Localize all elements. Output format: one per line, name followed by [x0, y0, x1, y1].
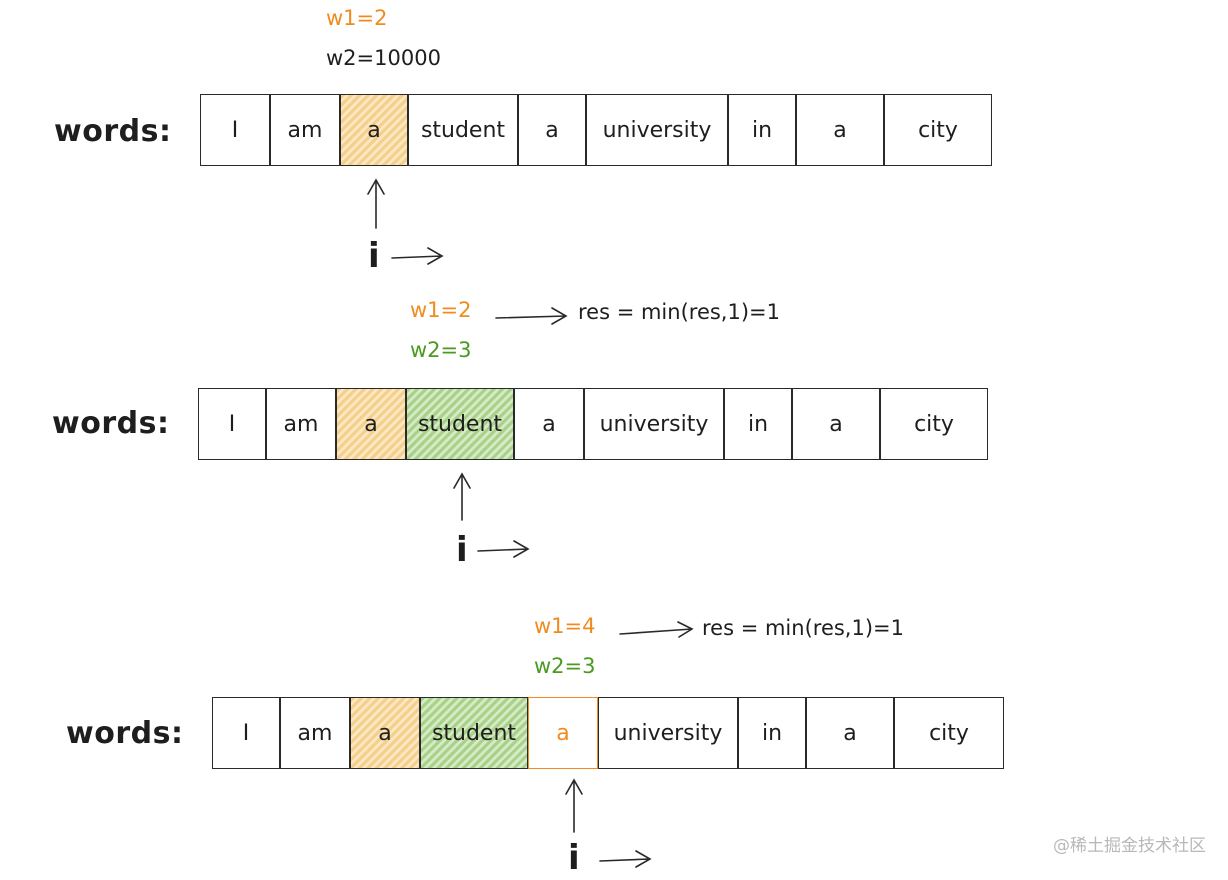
right-arrow — [599, 850, 652, 868]
right-arrow — [391, 247, 444, 265]
word-cell: city — [880, 388, 988, 460]
word-cell: a — [518, 94, 586, 166]
up-arrow — [565, 778, 583, 833]
word-cell-w1: a — [528, 697, 598, 769]
w2-annotation: w2=3 — [410, 338, 472, 362]
word-cell: a — [806, 697, 894, 769]
word-cell: I — [200, 94, 270, 166]
w1-annotation: w1=4 — [534, 614, 596, 638]
word-cell-w1: a — [336, 388, 406, 460]
word-cell: student — [408, 94, 518, 166]
pointer-i: i — [456, 530, 468, 570]
up-arrow — [453, 472, 471, 521]
watermark: @稀土掘金技术社区 — [1053, 836, 1206, 856]
word-cell: a — [792, 388, 880, 460]
word-cell: in — [728, 94, 796, 166]
word-cell: a — [796, 94, 884, 166]
word-cell-w1: a — [340, 94, 408, 166]
res-annotation: res = min(res,1)=1 — [578, 300, 780, 324]
w1-annotation: w1=2 — [410, 298, 472, 322]
word-cell: am — [280, 697, 350, 769]
pointer-i: i — [368, 236, 380, 276]
word-cell: in — [738, 697, 806, 769]
w1-annotation: w1=2 — [326, 6, 388, 30]
word-cell: I — [212, 697, 280, 769]
word-cell: a — [514, 388, 584, 460]
up-arrow — [367, 178, 385, 229]
word-cell-w1-old: a — [350, 697, 420, 769]
word-cell: city — [894, 697, 1004, 769]
res-arrow — [619, 621, 694, 638]
word-cell: university — [598, 697, 738, 769]
word-cell: city — [884, 94, 992, 166]
words-label: words: — [52, 406, 170, 441]
pointer-i: i — [568, 838, 580, 878]
words-label: words: — [66, 716, 184, 751]
w2-annotation: w2=3 — [534, 654, 596, 678]
right-arrow — [477, 540, 530, 558]
word-cell-w2: student — [406, 388, 514, 460]
word-cell: am — [266, 388, 336, 460]
word-cell: university — [584, 388, 724, 460]
word-cell: university — [586, 94, 728, 166]
word-cell: I — [198, 388, 266, 460]
w2-annotation: w2=10000 — [326, 46, 441, 70]
words-label: words: — [54, 114, 172, 149]
word-cell: am — [270, 94, 340, 166]
res-annotation: res = min(res,1)=1 — [702, 616, 904, 640]
word-cell: in — [724, 388, 792, 460]
word-cell-w2: student — [420, 697, 528, 769]
res-arrow — [495, 307, 568, 325]
